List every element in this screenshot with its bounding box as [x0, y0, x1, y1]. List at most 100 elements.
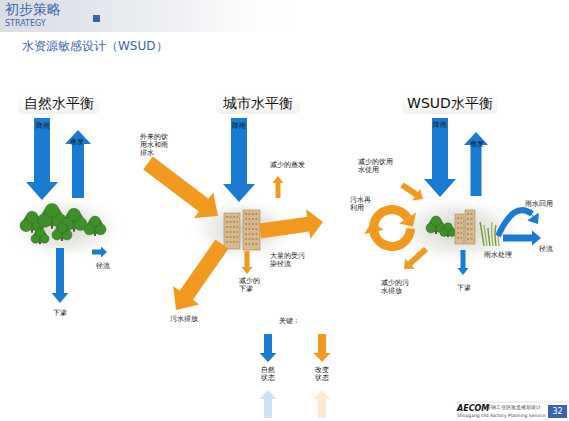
- legend-swatch: [260, 334, 277, 362]
- building: [465, 210, 475, 244]
- evaporation-arrow: [273, 176, 284, 198]
- flow-label: 外来的饮用水和雨排水: [140, 133, 169, 157]
- reed: [488, 228, 490, 246]
- infiltration-arrow: [52, 248, 69, 303]
- flow-label: 雨水回用: [525, 200, 553, 208]
- building-windows: [457, 237, 462, 238]
- building-windows: [467, 218, 473, 219]
- sewage-arrow: [173, 239, 228, 310]
- sewage-arrow: [404, 247, 428, 269]
- infiltration-arrow: [458, 250, 469, 275]
- evaporation-arrow: [65, 130, 91, 198]
- tree-crown: [57, 223, 67, 233]
- building-windows: [245, 213, 258, 214]
- header-square: [93, 15, 100, 22]
- building-windows: [467, 213, 473, 214]
- flow-label: 降雨: [232, 122, 246, 130]
- footer-rule: [455, 402, 569, 403]
- rain-arrow: [223, 118, 255, 202]
- flow-label: 蒸发: [70, 138, 84, 146]
- tree-crown: [90, 216, 101, 227]
- evaporation-arrow: [464, 132, 488, 196]
- reed: [484, 225, 487, 246]
- reuse-arrow-head: [527, 212, 539, 224]
- building: [455, 214, 464, 244]
- reed: [492, 222, 493, 246]
- building-windows: [457, 217, 462, 218]
- header-band: [0, 0, 300, 32]
- tree-crown: [36, 228, 45, 237]
- building-windows: [226, 236, 238, 237]
- recycle-arc: [370, 228, 415, 251]
- building-windows: [457, 232, 462, 233]
- flow-label: 径流: [539, 245, 553, 253]
- flow-label: 大量的受污染径流: [270, 252, 307, 268]
- flow-label: 污水再利用: [350, 196, 372, 212]
- flow-label: 减少的污水排放: [381, 279, 410, 295]
- slide-title: 初步策略: [5, 1, 61, 19]
- decor-group: [20, 118, 569, 418]
- tree-crown: [45, 203, 59, 217]
- building-windows: [245, 223, 258, 224]
- rain-arrow: [424, 118, 456, 197]
- flow-label: 减少的饮用水使用: [358, 158, 394, 174]
- flow-label: 雨水处理: [484, 251, 512, 259]
- flow-label: 径流: [96, 262, 110, 270]
- flow-label: 降雨: [433, 121, 447, 129]
- tree-crown: [444, 223, 452, 231]
- recycle-arrow-head: [364, 222, 384, 234]
- building-windows: [467, 233, 473, 234]
- flow-label: 减少的下渗: [239, 277, 261, 293]
- reed: [495, 225, 496, 246]
- rain-arrow: [26, 118, 58, 200]
- legend-heading: 关键：: [279, 317, 300, 325]
- reflection-arrow: [314, 390, 331, 418]
- company-logo: AECOM: [457, 404, 489, 413]
- building-windows: [467, 228, 473, 229]
- flow-label: 降雨: [36, 122, 50, 130]
- building-windows: [457, 222, 462, 223]
- potable-water-arrow: [400, 183, 423, 201]
- building-windows: [457, 227, 462, 228]
- tree-crown: [26, 211, 38, 223]
- flow-label: 减少的蒸发: [270, 161, 305, 169]
- runoff-arrow: [503, 231, 541, 246]
- building-windows: [245, 238, 258, 239]
- project-name-en: Shougang Old Factory Planning Service: [457, 413, 545, 418]
- panel-title: 城市水平衡: [220, 95, 296, 113]
- building-windows: [245, 218, 258, 219]
- building-windows: [467, 238, 473, 239]
- building-windows: [245, 243, 258, 244]
- building-windows: [226, 216, 238, 217]
- legend-text: 自然状态: [260, 366, 276, 382]
- reflection-arrow: [260, 390, 277, 418]
- infiltration-arrow: [242, 251, 253, 274]
- glow: [5, 194, 125, 262]
- panel-title-box: 城市水平衡: [216, 94, 300, 114]
- flow-label: 下渗: [53, 309, 67, 317]
- panel-title: 自然水平衡: [22, 95, 96, 113]
- panel-title: WSUD水平衡: [406, 95, 494, 113]
- panel-title-box: WSUD水平衡: [402, 94, 498, 114]
- tree-crown: [431, 216, 441, 226]
- building-windows: [226, 231, 238, 232]
- reuse-arrow: [498, 210, 532, 236]
- building-windows: [467, 223, 473, 224]
- flow-label: 下渗: [457, 284, 471, 292]
- building-windows: [226, 226, 238, 227]
- legend-swatch: [314, 334, 331, 362]
- building-windows: [245, 233, 258, 234]
- runoff-arrow: [259, 209, 323, 239]
- panel-title-box: 自然水平衡: [18, 94, 100, 114]
- flow-label: 蒸发: [470, 140, 484, 148]
- page-number: 32: [548, 405, 567, 418]
- building-windows: [226, 221, 238, 222]
- project-name: 首钢工业区改造规划设计: [486, 405, 541, 411]
- building-windows: [226, 241, 238, 242]
- building: [243, 210, 260, 250]
- header-subtitle: STRATEGY: [5, 19, 46, 28]
- building: [224, 213, 240, 249]
- building-windows: [245, 228, 258, 229]
